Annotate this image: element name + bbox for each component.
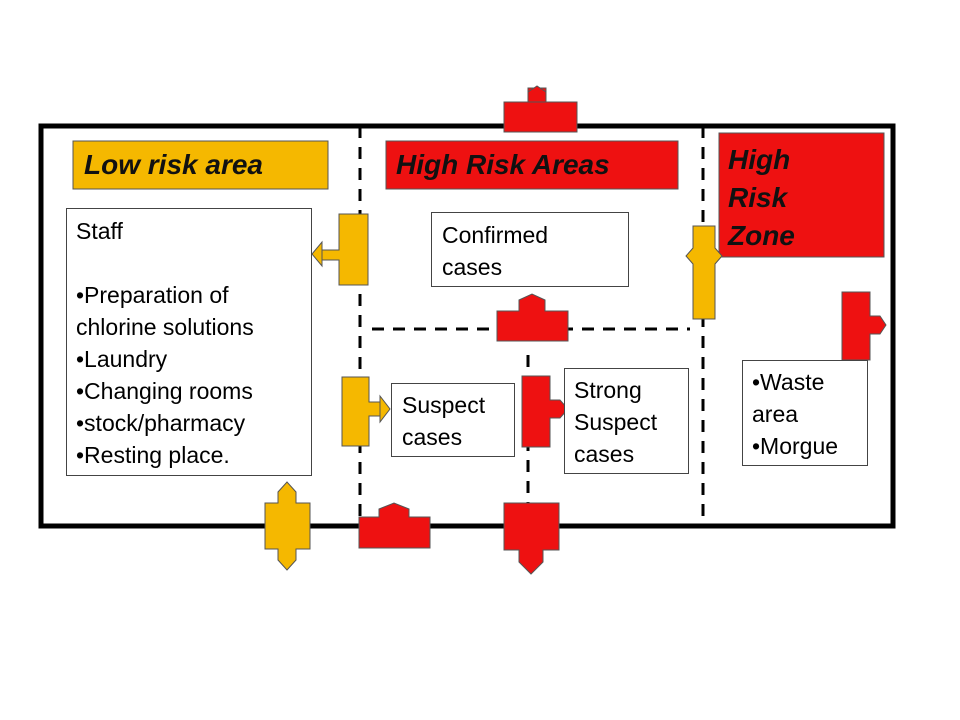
high-risk-zone-title-line: Risk — [728, 182, 788, 213]
suspect-cases-line: Suspect — [402, 392, 486, 418]
staff-box: Staff •Preparation of chlorine solutions… — [66, 208, 312, 476]
confirmed-cases-box: Confirmed cases — [431, 212, 629, 287]
entrance-high-arrow-icon — [358, 502, 431, 549]
high-risk-areas-title: High Risk Areas — [396, 149, 610, 180]
staff-item: •Changing rooms — [76, 378, 253, 404]
staff-spacer — [76, 247, 302, 279]
waste-morgue-line: •Morgue — [752, 433, 839, 459]
high-risk-zone-title-bg — [718, 132, 885, 258]
staff-item: •stock/pharmacy — [76, 410, 246, 436]
divider-double-arrow-icon — [685, 225, 723, 320]
waste-morgue-box: •Waste area •Morgue — [742, 360, 868, 466]
suspect-to-confirmed-arrow-icon — [496, 293, 569, 342]
waste-morgue-line: area — [752, 401, 799, 427]
suspect-cases-line: cases — [402, 424, 463, 450]
strong-suspect-line: Suspect — [574, 409, 658, 435]
staff-item: chlorine solutions — [76, 314, 254, 340]
low-risk-area-title: Low risk area — [84, 149, 263, 180]
high-to-low-arrow-head — [311, 240, 323, 268]
low-to-high-arrow-icon — [341, 376, 381, 447]
waste-morgue-line: •Waste — [752, 369, 825, 395]
suspect-cases-box: Suspect cases — [391, 383, 515, 457]
high-risk-zone-title-line: Zone — [728, 220, 795, 251]
high-risk-title-bg — [385, 140, 679, 190]
strong-suspect-line: Strong — [574, 377, 642, 403]
confirmed-cases-line: cases — [442, 254, 503, 280]
strong-suspect-cases-box: Strong Suspect cases — [564, 368, 689, 474]
entrance-double-arrow-icon — [264, 481, 311, 571]
high-to-low-arrow-icon — [321, 213, 369, 286]
staff-item: •Resting place. — [76, 442, 230, 468]
strong-suspect-line: cases — [574, 441, 635, 467]
high-risk-zone-title-line: High — [728, 144, 791, 175]
high-risk-zone-title: High Risk Zone — [728, 141, 795, 255]
staff-item: •Laundry — [76, 346, 168, 372]
low-to-high-arrow-head — [379, 394, 391, 424]
waste-exit-arrow-icon — [841, 291, 887, 361]
suspect-to-strong-arrow-icon — [521, 375, 569, 448]
ward-boundary — [38, 123, 896, 529]
confirmed-cases-line: Confirmed — [442, 222, 549, 248]
exit-top-arrow-head — [527, 85, 547, 103]
staff-heading: Staff — [76, 218, 123, 244]
exit-bottom-arrow-icon — [503, 502, 560, 575]
low-risk-title-bg — [72, 140, 329, 190]
staff-item: •Preparation of — [76, 282, 229, 308]
